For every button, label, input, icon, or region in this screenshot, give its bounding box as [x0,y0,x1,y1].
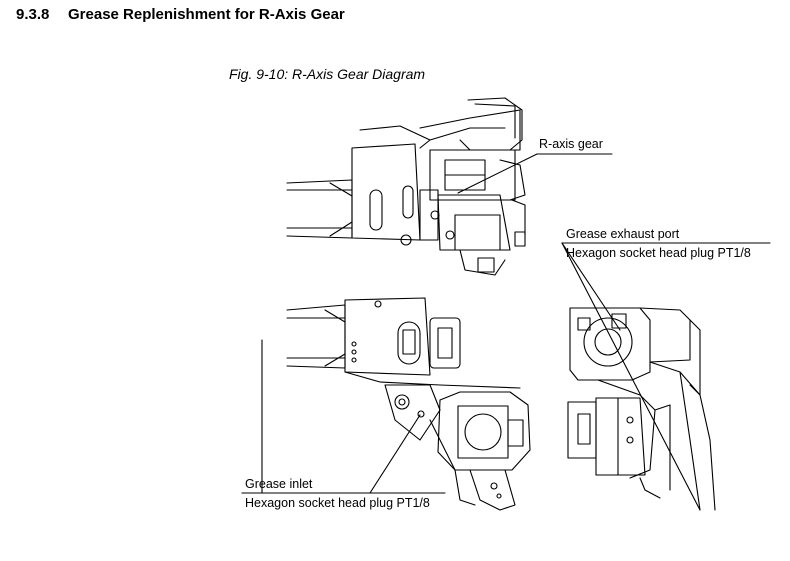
bottom-left-view-drawing [287,298,530,510]
right-view-drawing [568,308,715,510]
figure-caption: Fig. 9-10: R-Axis Gear Diagram [229,66,426,82]
r-axis-gear-label: R-axis gear [539,137,603,151]
section-number: 9.3.8 [16,6,50,23]
inlet-plug-label: Hexagon socket head plug PT1/8 [245,496,430,510]
grease-inlet-label: Grease inlet [245,477,313,491]
leader-lines [242,154,770,510]
section-title: Grease Replenishment for R-Axis Gear [68,6,345,23]
exhaust-plug-label: Hexagon socket head plug PT1/8 [566,246,751,260]
section-heading: 9.3.8 Grease Replenishment for R-Axis Gea… [16,6,345,23]
grease-exhaust-port-label: Grease exhaust port [566,227,680,241]
top-view-drawing [287,98,525,275]
